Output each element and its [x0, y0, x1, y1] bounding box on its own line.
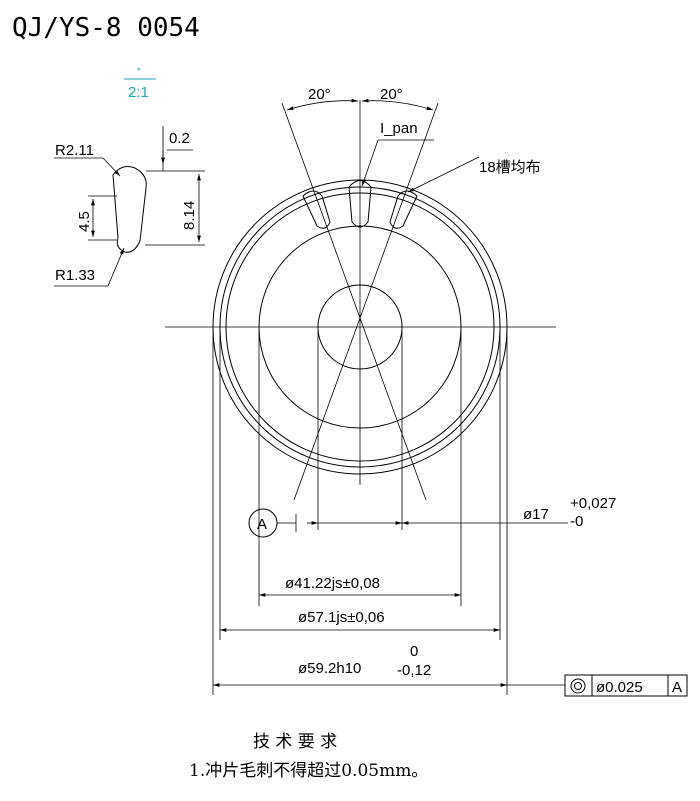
tolerance-datum: A [672, 679, 682, 696]
radius-top-label: R2.11 [55, 142, 94, 159]
bore-dim-label: ø17 [523, 506, 549, 523]
bore-tol-lower: -0 [570, 513, 583, 530]
dim-59-tol-upper: 0 [410, 643, 418, 660]
dimensions: A ø17 +0,027 -0 ø41.22js±0,08 ø57.1js±0,… [212, 330, 616, 695]
requirements-item-1: 1.冲片毛刺不得超过0.05mm。 [189, 761, 428, 781]
dim-59-label: ø59.2h10 [298, 660, 361, 677]
datum-a-label: A [257, 516, 267, 533]
detail-scale: 2:1 [128, 84, 149, 101]
slot-profile [112, 166, 147, 253]
dim-width-label: 4.5 [76, 211, 93, 232]
slot-right [389, 190, 418, 229]
detail-callout: I_pan [380, 120, 418, 137]
main-view: 20° 20° I_pan 18槽均布 [165, 86, 556, 501]
tolerance-value: ø0.025 [596, 679, 643, 696]
requirements-heading: 技 术 要 求 [253, 732, 337, 752]
radius-bottom-label: R1.33 [55, 267, 95, 284]
dim-57-label: ø57.1js±0,06 [298, 609, 385, 626]
bore-tol-upper: +0,027 [570, 495, 616, 512]
tolerance-frame: ø0.025 A [564, 674, 688, 697]
slot-note: 18槽均布 [479, 159, 541, 176]
slot-left [302, 190, 331, 229]
dim-59-tol-lower: -0,12 [397, 662, 431, 679]
slot-center [348, 180, 372, 228]
dim-height-label: 8.14 [181, 201, 198, 230]
detail-view: * 2:1 0.2 8.14 4.5 R2.11 R1.33 [54, 66, 205, 287]
drawing-number: QJ/YS-8 0054 [12, 13, 200, 43]
angle-right-label: 20° [380, 86, 403, 103]
scale-marker: * [137, 66, 141, 76]
dim-41-label: ø41.22js±0,08 [285, 575, 380, 592]
concentricity-icon [570, 678, 586, 694]
angle-left-label: 20° [308, 86, 331, 103]
dim-gap-label: 0.2 [169, 130, 190, 147]
